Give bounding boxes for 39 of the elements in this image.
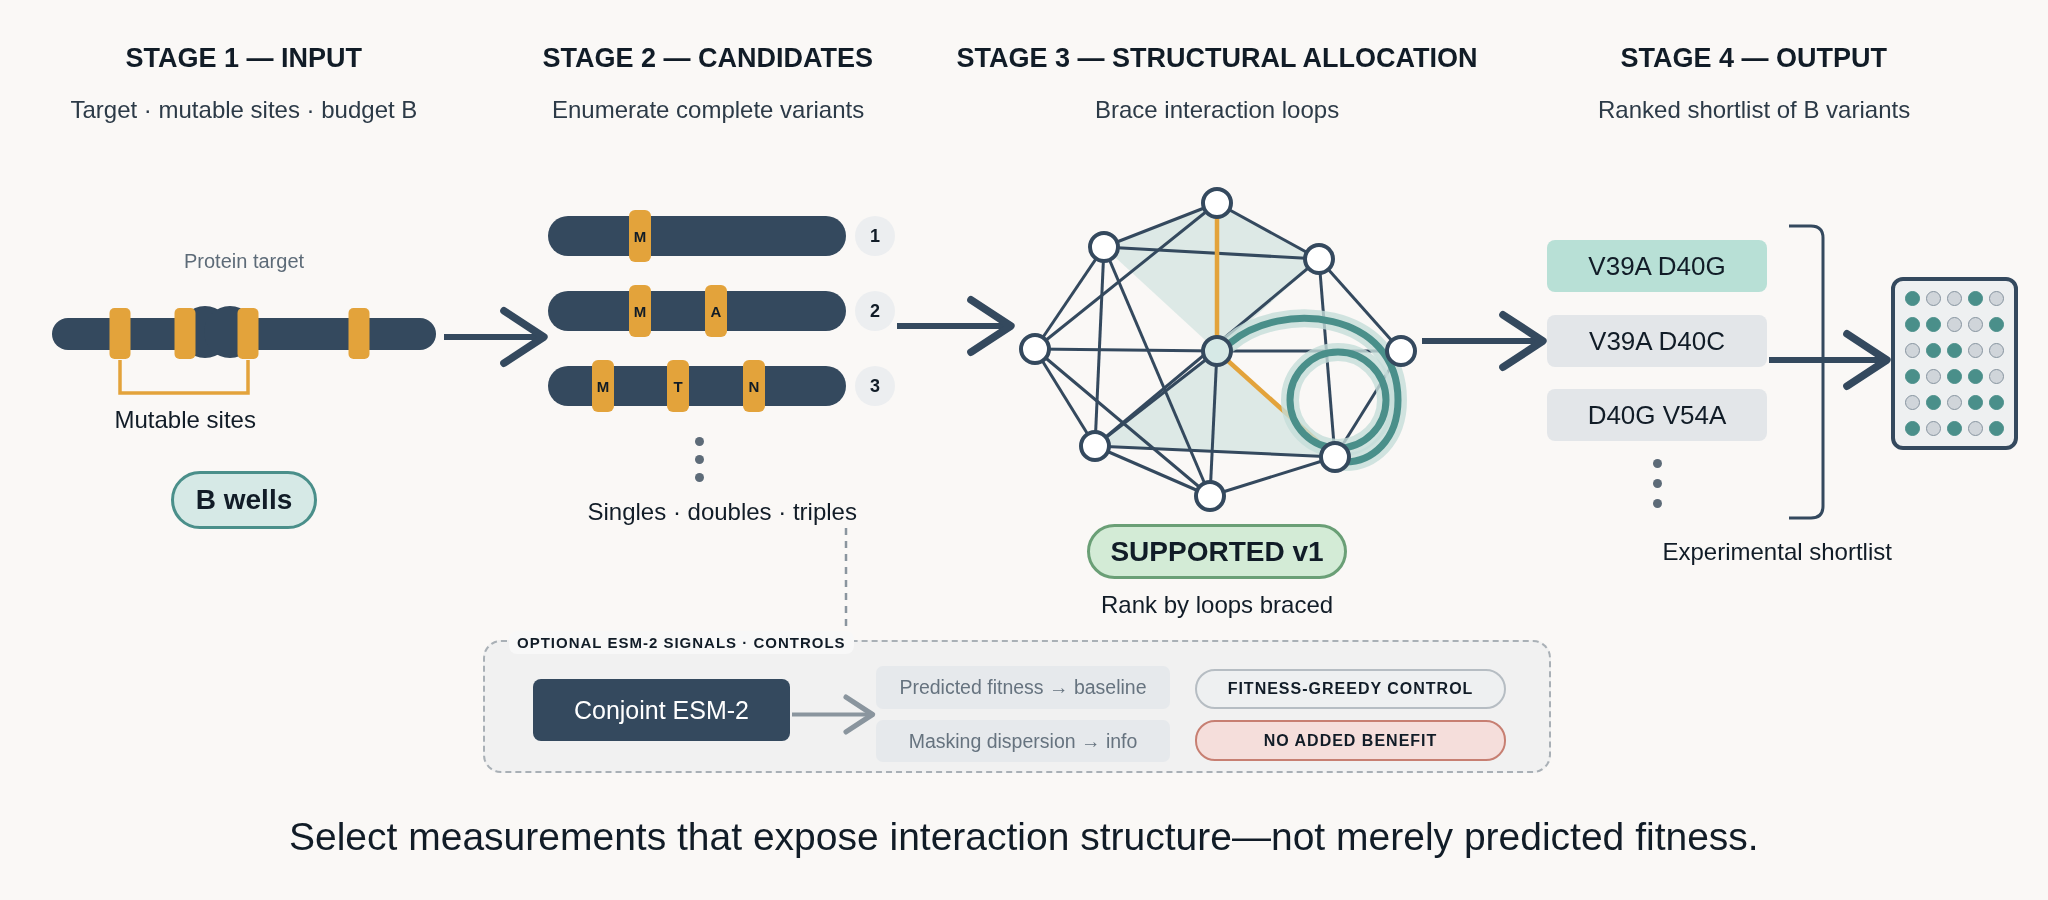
signal-chip: Predicted fitness → baseline	[876, 666, 1170, 709]
arrow	[444, 307, 548, 367]
variant-number: 1	[855, 216, 895, 256]
signal-chip: Masking dispersion → info	[876, 720, 1170, 762]
stage-subtitle: Brace interaction loops	[1095, 96, 1340, 124]
pill-caption: Rank by loops braced	[1101, 591, 1334, 619]
candidate-summary: Singles · doubles · triples	[587, 498, 857, 526]
status-pill: SUPPORTED v1	[1087, 524, 1347, 579]
stage-subtitle: Target · mutable sites · budget B	[70, 96, 418, 124]
dashed-connector	[844, 528, 848, 628]
model-box: Conjoint ESM-2	[533, 679, 790, 741]
arrow	[792, 694, 876, 735]
stage-heading: STAGE 3 — STRUCTURAL ALLOCATION	[956, 42, 1478, 74]
mutation-tag: M	[592, 360, 614, 412]
variant-number: 3	[855, 366, 895, 406]
stage-subtitle: Ranked shortlist of B variants	[1598, 96, 1911, 124]
mutation-tag: A	[705, 285, 727, 337]
mutation-tag: T	[667, 360, 689, 412]
budget-pill: B wells	[171, 471, 317, 529]
variant-chip: V39A D40G	[1547, 240, 1767, 292]
arrow	[1422, 311, 1547, 371]
mutation-tag: N	[743, 360, 765, 412]
mutation-tag: M	[629, 285, 651, 337]
stage-heading: STAGE 1 — INPUT	[125, 42, 363, 74]
variant-chip: V39A D40C	[1547, 315, 1767, 367]
arrow	[1769, 330, 1891, 390]
variant-number: 2	[855, 291, 895, 331]
shortlist-caption: Experimental shortlist	[1662, 538, 1892, 566]
variant-chip: D40G V54A	[1547, 389, 1767, 441]
control-pill: FITNESS-GREEDY CONTROL	[1195, 669, 1506, 709]
result-pill: NO ADDED BENEFIT	[1195, 720, 1506, 761]
mutation-tag: M	[629, 210, 651, 262]
bracket-label: Mutable sites	[114, 406, 256, 434]
arrow	[897, 296, 1015, 356]
stage-heading: STAGE 2 — CANDIDATES	[542, 42, 874, 74]
illustration-label: Protein target	[184, 249, 305, 273]
stage-subtitle: Enumerate complete variants	[552, 96, 865, 124]
stage-heading: STAGE 4 — OUTPUT	[1620, 42, 1888, 74]
caption-text: Select measurements that expose interaction structure—not merely predicted fitness.	[289, 815, 1759, 859]
